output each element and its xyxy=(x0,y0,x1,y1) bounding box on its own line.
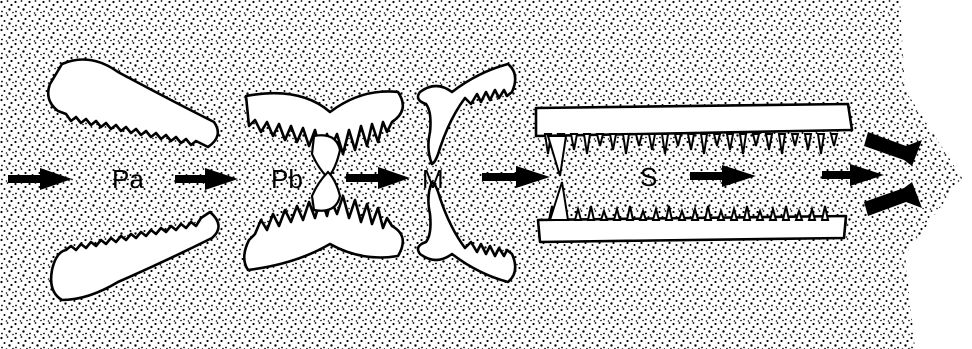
s-denticle xyxy=(608,133,618,151)
s-denticle xyxy=(755,207,765,221)
s-denticle xyxy=(690,205,700,221)
s-element-denticles xyxy=(543,133,839,221)
s-denticle xyxy=(599,207,609,221)
s-denticle xyxy=(595,133,605,147)
s-denticle xyxy=(738,133,748,155)
s-label: S xyxy=(640,162,657,192)
arrow-right-icon xyxy=(8,168,72,190)
s-denticle xyxy=(803,133,813,151)
m-label: M xyxy=(422,164,444,194)
pa-element-upper xyxy=(46,58,220,149)
arrow-down-right-icon xyxy=(864,182,922,216)
flow-arrows xyxy=(8,132,922,216)
s-denticle xyxy=(751,133,761,147)
s-denticle xyxy=(638,207,648,221)
s-denticle xyxy=(820,205,830,221)
pb-element-lower xyxy=(242,170,405,272)
s-denticle xyxy=(699,133,709,155)
m-element-lower xyxy=(416,180,517,284)
s-denticle xyxy=(716,207,726,221)
s-denticle xyxy=(686,133,696,151)
s-element-upper xyxy=(534,102,854,138)
s-denticle xyxy=(651,205,661,221)
s-denticle xyxy=(790,133,800,147)
s-denticle xyxy=(586,205,596,221)
s-denticle xyxy=(573,205,583,221)
s-denticle xyxy=(546,135,568,177)
s-denticle xyxy=(764,133,774,151)
pa-label: Pa xyxy=(112,164,144,194)
s-denticle xyxy=(742,205,752,221)
s-denticle xyxy=(729,205,739,221)
s-denticle xyxy=(829,133,839,147)
s-denticle xyxy=(634,133,644,147)
s-denticle xyxy=(621,133,631,155)
arrow-right-icon xyxy=(690,165,756,187)
pb-element-upper xyxy=(244,90,405,180)
s-denticle xyxy=(582,133,592,155)
s-denticle xyxy=(794,207,804,221)
arrow-right-icon xyxy=(822,164,884,186)
s-denticle xyxy=(725,133,735,151)
s-denticle xyxy=(703,205,713,221)
arrow-right-icon xyxy=(482,166,550,188)
s-element-lower xyxy=(536,214,848,244)
s-denticle xyxy=(660,133,670,155)
s-denticle xyxy=(807,205,817,221)
s-denticle xyxy=(677,207,687,221)
s-denticle xyxy=(664,205,674,221)
pb-label: Pb xyxy=(271,164,303,194)
s-denticle xyxy=(612,205,622,221)
s-denticle xyxy=(625,205,635,221)
arrow-right-icon xyxy=(175,168,238,190)
s-denticle xyxy=(777,133,787,155)
s-denticle xyxy=(673,133,683,147)
s-denticle xyxy=(712,133,722,147)
pa-element-lower xyxy=(49,210,220,302)
arrow-right-icon xyxy=(346,167,410,189)
s-denticle xyxy=(816,133,826,155)
s-denticle xyxy=(647,133,657,151)
s-denticle xyxy=(768,205,778,221)
s-denticle xyxy=(548,181,570,221)
arrow-up-right-icon xyxy=(864,132,922,166)
s-denticle xyxy=(569,133,579,151)
m-element-upper xyxy=(416,62,517,166)
s-denticle xyxy=(781,205,791,221)
